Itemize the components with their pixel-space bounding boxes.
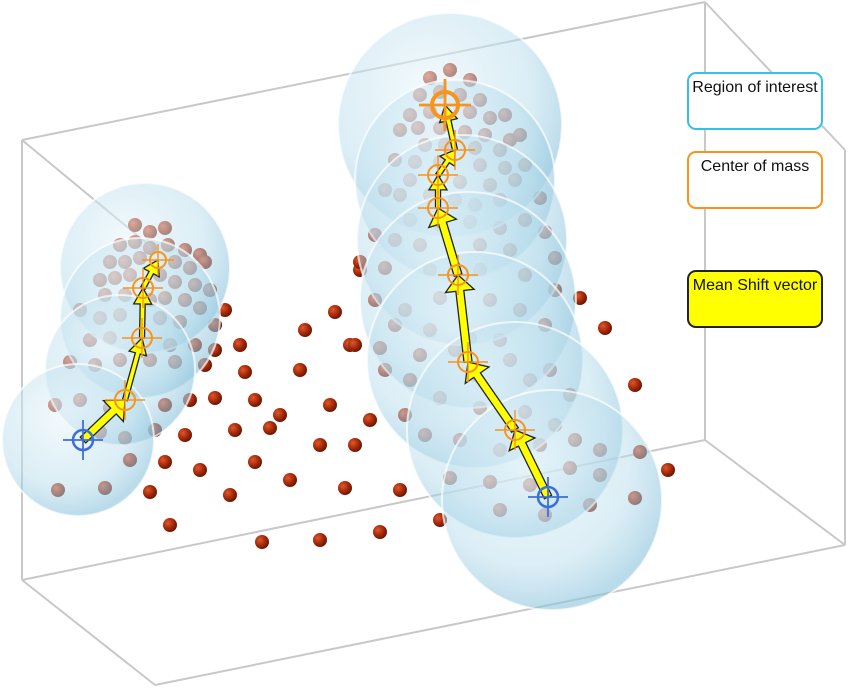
data-point <box>313 533 327 547</box>
center-of-mass-crosshair-icon <box>435 130 475 170</box>
data-point <box>158 455 172 469</box>
data-point <box>323 398 337 412</box>
center-of-mass-crosshair-icon <box>142 244 174 276</box>
data-point <box>393 483 407 497</box>
data-point <box>248 393 262 407</box>
legend-center-of-mass: Center of mass <box>687 151 823 209</box>
data-point <box>598 321 612 335</box>
data-point <box>348 338 362 352</box>
data-point <box>163 518 177 532</box>
data-point <box>228 423 242 437</box>
data-point <box>255 535 269 549</box>
center-of-mass-crosshair-icon <box>419 79 471 131</box>
center-of-mass-crosshair-icon <box>418 155 458 195</box>
data-point <box>178 428 192 442</box>
data-point <box>273 408 287 422</box>
centers-of-mass <box>63 79 568 517</box>
start-point-crosshair-icon <box>528 477 568 517</box>
box-edge <box>154 544 846 686</box>
center-of-mass-crosshair-icon <box>448 342 488 382</box>
legend-region-of-interest: Region of interest <box>687 72 823 130</box>
center-of-mass-crosshair-icon <box>495 410 535 450</box>
center-of-mass-crosshair-icon <box>438 255 478 295</box>
box-edge <box>704 439 846 546</box>
center-of-mass-crosshair-icon <box>123 268 163 308</box>
region-of-interest-sphere <box>441 389 663 611</box>
data-point <box>293 363 307 377</box>
data-point <box>193 463 207 477</box>
center-of-mass-crosshair-icon <box>418 188 458 228</box>
data-point <box>628 378 642 392</box>
box-edge <box>21 579 156 686</box>
data-point <box>313 438 327 452</box>
center-of-mass-crosshair-icon <box>105 380 145 420</box>
data-point <box>238 365 252 379</box>
data-point <box>298 323 312 337</box>
data-point <box>223 488 237 502</box>
center-of-mass-crosshair-icon <box>122 318 162 358</box>
data-point <box>338 481 352 495</box>
legend-mean-shift-vector: Mean Shift vector <box>687 270 823 328</box>
data-point <box>283 473 297 487</box>
data-point <box>263 421 277 435</box>
data-point <box>248 455 262 469</box>
data-point <box>373 525 387 539</box>
start-point-crosshair-icon <box>63 420 103 460</box>
data-point <box>143 485 157 499</box>
data-point <box>348 438 362 452</box>
data-point <box>233 338 247 352</box>
data-point <box>363 413 377 427</box>
data-point <box>328 305 342 319</box>
data-point <box>661 463 675 477</box>
data-point <box>208 391 222 405</box>
